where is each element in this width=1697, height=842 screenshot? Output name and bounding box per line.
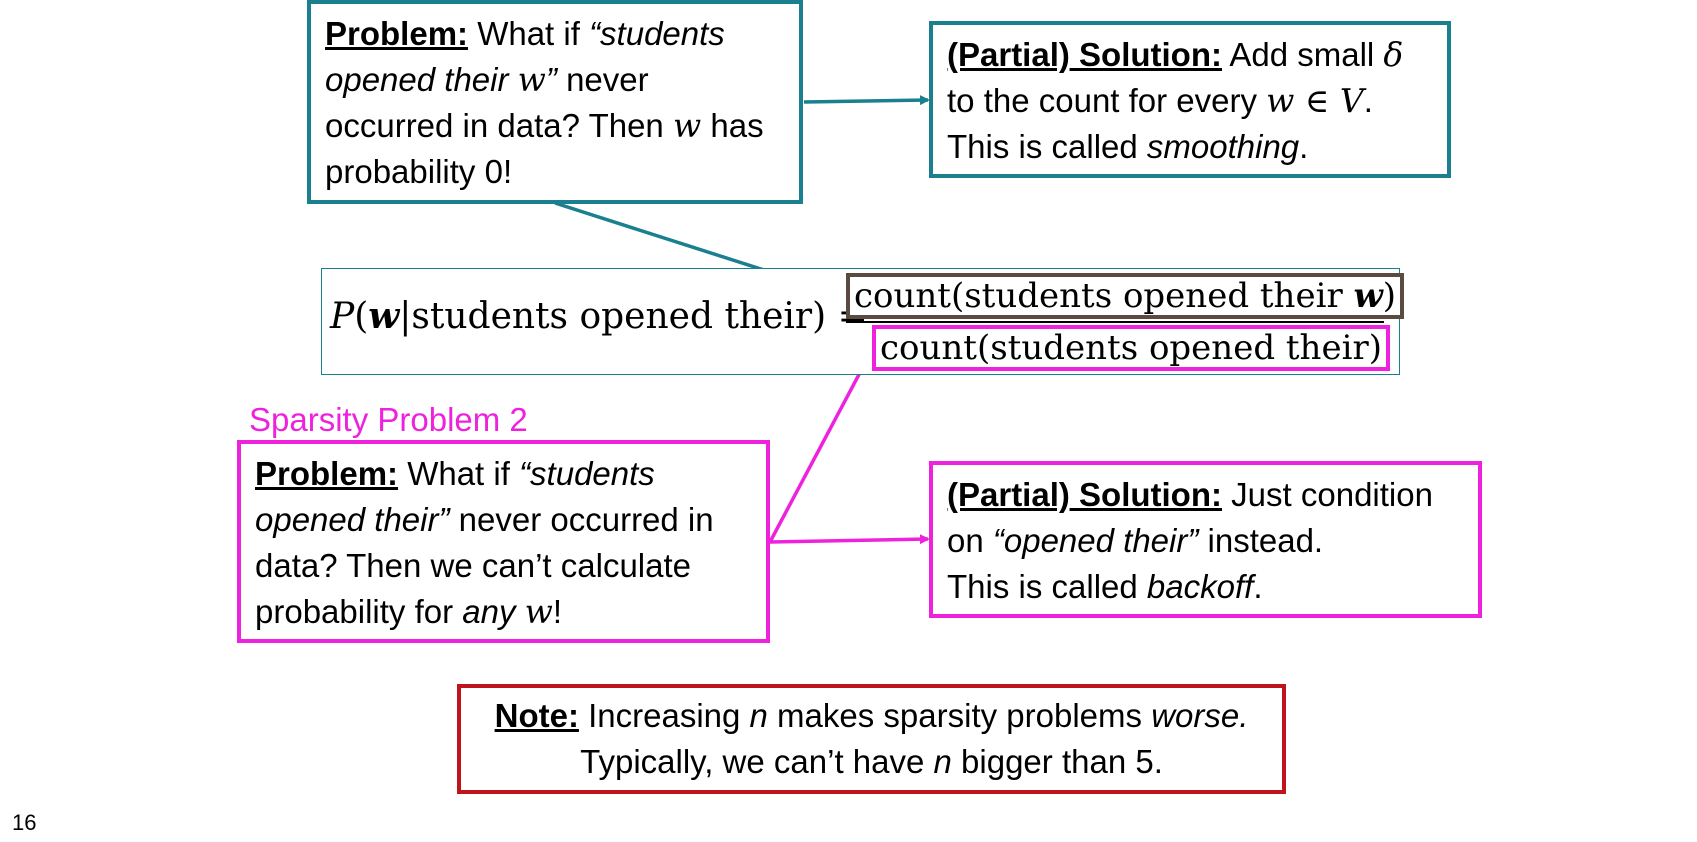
problem-2-text-2: never occurred in data? Then we can’t ca… xyxy=(255,501,714,630)
vocab-V: V xyxy=(1339,81,1364,120)
note-n-2: n xyxy=(933,743,952,780)
element-of-symbol: ∈ xyxy=(1294,81,1340,120)
solution-2-text-2: instead. xyxy=(1198,522,1324,559)
problem-1-box: Problem: What if “students opened their … xyxy=(307,0,803,204)
arrow-problem2-to-solution2 xyxy=(769,534,930,545)
problem-1-text-3: has probability 0! xyxy=(325,107,764,190)
solution-1-text-5: . xyxy=(1299,128,1309,165)
problem-1-label: Problem: xyxy=(325,15,469,52)
problem-2-text-3: ! xyxy=(552,593,563,630)
solution-1-box: (Partial) Solution: Add small δ to the c… xyxy=(929,21,1451,178)
note-label: Note: xyxy=(494,697,579,734)
term-backoff: backoff xyxy=(1146,568,1254,605)
sparsity-problem-2-heading: Sparsity Problem 2 xyxy=(249,401,528,438)
solution-1-w: w xyxy=(1266,81,1295,120)
problem-1-w: w xyxy=(517,60,546,99)
formula-lhs: P(w|students opened their) = xyxy=(330,295,868,337)
solution-2-text-4: . xyxy=(1253,568,1263,605)
formula-P: P xyxy=(330,296,355,337)
note-box: Note: Increasing n makes sparsity proble… xyxy=(457,684,1286,794)
problem-1-text-2: never occurred in data? Then xyxy=(325,61,673,144)
note-text-3: Typically, we can’t have xyxy=(580,743,934,780)
arrow-problem2-to-denominator xyxy=(768,348,874,543)
note-text-2: makes sparsity problems xyxy=(767,697,1152,734)
problem-2-w: w xyxy=(524,592,553,631)
formula-w: w xyxy=(368,295,400,337)
solution-1-text-2: to the count for every xyxy=(947,82,1267,119)
note-text-4: bigger than 5. xyxy=(951,743,1163,780)
problem-2-label: Problem: xyxy=(255,455,399,492)
probability-formula: P(w|students opened their) = count(stude… xyxy=(321,268,1405,375)
numerator-w: w xyxy=(1353,276,1383,316)
note-text: Increasing xyxy=(578,697,750,734)
formula-open-paren: ( xyxy=(354,296,369,337)
solution-1-text-4: This is called xyxy=(947,128,1147,165)
problem-1-w-2: w xyxy=(672,106,702,145)
note-n: n xyxy=(749,697,768,734)
problem-2-box: Problem: What if “students opened their”… xyxy=(237,440,770,643)
solution-1-text: Add small xyxy=(1222,36,1384,73)
term-smoothing: smoothing xyxy=(1146,128,1300,165)
solution-2-quote: “opened their” xyxy=(992,522,1199,559)
problem-1-text: What if xyxy=(468,15,590,52)
formula-denominator: count(students opened their) xyxy=(872,325,1390,371)
solution-1-label: (Partial) Solution: xyxy=(947,36,1222,73)
fraction-bar xyxy=(846,321,1384,323)
numerator-text: count(students opened their xyxy=(854,276,1354,316)
solution-1-text-3: . xyxy=(1363,82,1373,119)
formula-lhs-rest: |students opened their) = xyxy=(399,296,868,337)
formula-numerator: count(students opened their w) xyxy=(846,273,1405,319)
solution-2-label: (Partial) Solution: xyxy=(947,476,1222,513)
problem-1-quote-end: ” xyxy=(545,61,557,98)
problem-2-quote: “students opened their” xyxy=(255,455,655,538)
problem-2-text: What if xyxy=(398,455,520,492)
slide-page-number: 16 xyxy=(12,810,37,835)
problem-2-any: any xyxy=(462,593,516,630)
solution-2-text-3: This is called xyxy=(947,568,1147,605)
note-worse: worse. xyxy=(1151,697,1249,734)
delta-symbol: δ xyxy=(1383,35,1404,74)
solution-2-text: Just condition on xyxy=(947,476,1433,559)
solution-2-box: (Partial) Solution: Just condition on “o… xyxy=(929,461,1482,618)
problem-1-quote: “students opened their xyxy=(325,15,725,98)
numerator-close: ) xyxy=(1382,276,1397,316)
arrow-problem1-to-solution1 xyxy=(803,95,930,106)
